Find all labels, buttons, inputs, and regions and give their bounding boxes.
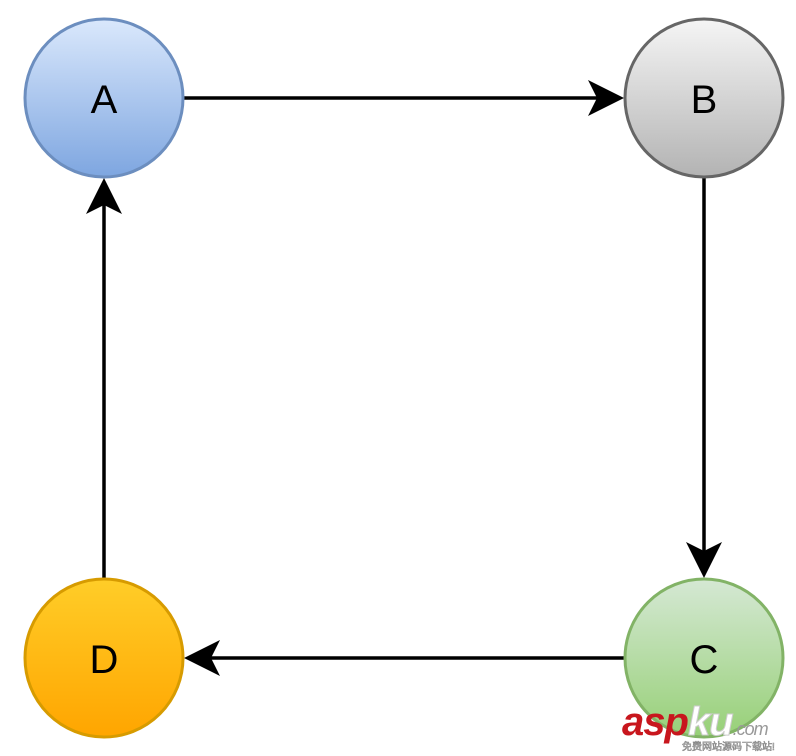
arrowhead-icon bbox=[686, 542, 722, 578]
watermark-brand-white: ku bbox=[687, 700, 734, 745]
node-c-label: C bbox=[690, 638, 719, 682]
edge-c-to-d bbox=[184, 640, 624, 676]
node-a-label: A bbox=[91, 78, 118, 122]
edge-a-to-b bbox=[184, 80, 624, 116]
node-a[interactable]: A bbox=[23, 17, 185, 179]
arrowhead-icon bbox=[184, 640, 220, 676]
node-c[interactable]: C bbox=[623, 577, 785, 739]
edge-b-to-c bbox=[686, 178, 722, 578]
watermark-tagline: 免费网站源码下载站! bbox=[682, 742, 775, 754]
arrowhead-icon bbox=[86, 178, 122, 214]
node-b[interactable]: B bbox=[623, 17, 785, 179]
node-b-label: B bbox=[691, 78, 718, 122]
edge-d-to-a bbox=[86, 178, 122, 578]
node-d-label: D bbox=[90, 638, 119, 682]
watermark-brand-red: asp bbox=[622, 700, 689, 744]
watermark-domain: .com bbox=[732, 719, 769, 739]
node-d[interactable]: D bbox=[23, 577, 185, 739]
watermark-logo: aspku.com 免费网站源码下载站! bbox=[622, 700, 796, 756]
arrowhead-icon bbox=[588, 80, 624, 116]
